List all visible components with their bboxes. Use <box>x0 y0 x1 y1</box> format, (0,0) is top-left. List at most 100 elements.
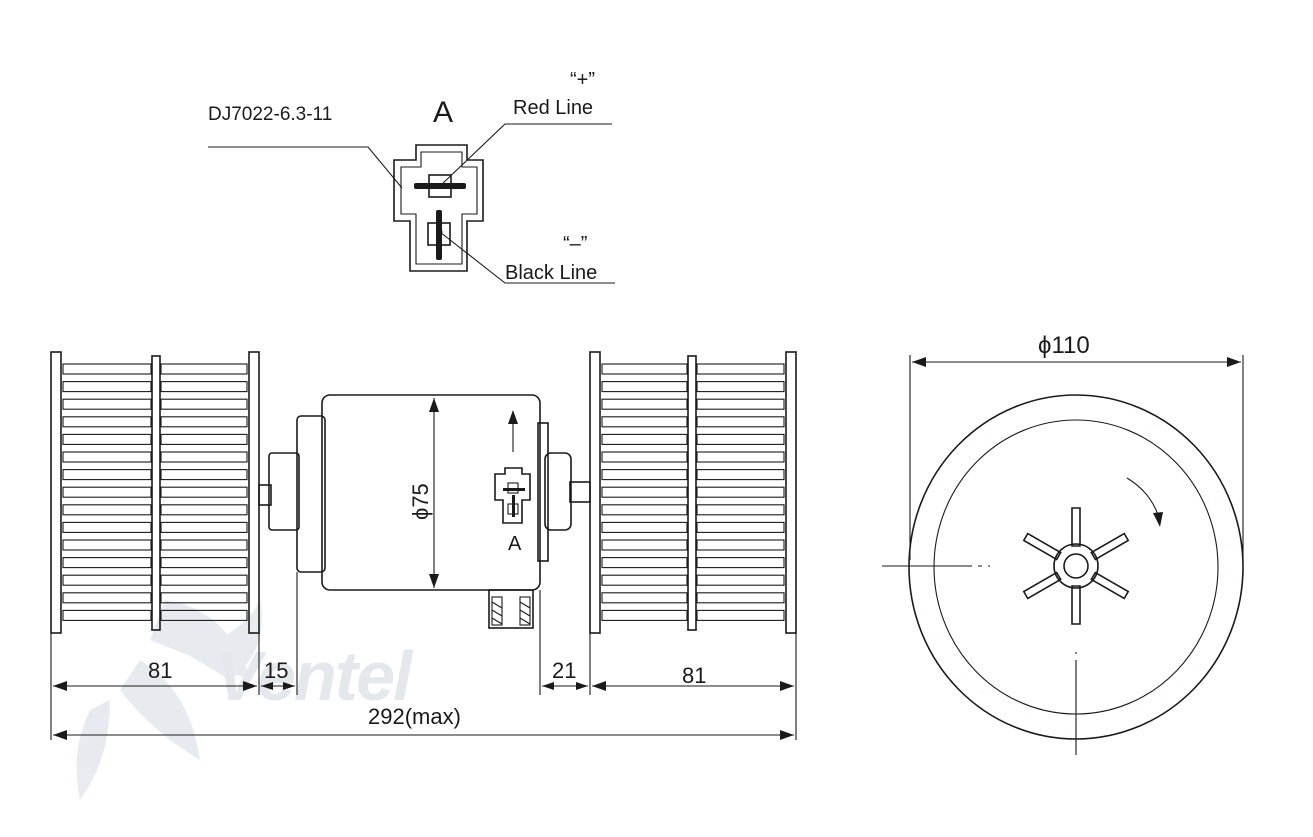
fan-blade-inner <box>1217 589 1238 609</box>
fan-blade-inner <box>922 630 949 637</box>
wheel-blade <box>696 609 785 621</box>
connector-detail: DJ7022-6.3-11 A “+” Red Line “–” Black L… <box>208 69 615 284</box>
wheel-blade <box>601 504 688 516</box>
wheel-spider <box>1022 507 1130 625</box>
wheel-blade <box>62 592 152 604</box>
fan-blade-inner <box>1191 475 1218 481</box>
right-hub <box>544 452 572 531</box>
dim-overall-label: 292(max) <box>368 704 461 729</box>
fan-blade-inner <box>949 455 961 481</box>
wheel-blade <box>62 486 152 498</box>
wheel-blade <box>62 557 152 569</box>
wheel-blade <box>696 398 785 410</box>
motor-connector-label: A <box>508 533 522 555</box>
fan-blade-inner <box>934 476 949 501</box>
plus-point <box>437 183 443 189</box>
wheel-blade <box>160 398 248 410</box>
wheel-blade <box>601 363 688 375</box>
fan-blade-inner <box>1061 714 1078 738</box>
wheel-blade <box>62 609 152 621</box>
wheel-blade <box>601 398 688 410</box>
fan-blade-inner <box>1191 653 1203 679</box>
wheel-blade <box>696 504 785 516</box>
red-line-label: Red Line <box>513 97 593 119</box>
black-line-label: Black Line <box>505 262 597 284</box>
dim-left-gap-label: 15 <box>264 658 288 683</box>
wheel-blade <box>696 469 785 481</box>
wheel-blade <box>62 574 152 586</box>
hub-inner <box>1063 553 1089 579</box>
wheel-blade <box>62 398 152 410</box>
fan-blade-inner <box>949 671 976 679</box>
fan-blade-inner <box>1211 519 1238 529</box>
spider-spoke <box>1071 507 1081 547</box>
wheel-blade <box>160 539 248 551</box>
left-wheel-blades <box>62 363 248 621</box>
front-view: ϕ110 <box>882 332 1244 755</box>
wheel-blade <box>696 451 785 463</box>
watermark-text: Ventel <box>215 637 414 715</box>
right-wheel-blades <box>601 363 785 621</box>
motor: ϕ75 A <box>296 394 591 629</box>
wheel-blade <box>160 469 248 481</box>
fan-blade-inner <box>1217 542 1242 556</box>
wheel-blade <box>160 381 248 393</box>
fan-blade-inner <box>934 653 961 659</box>
left-hub <box>268 452 300 531</box>
wheel-blade <box>601 469 688 481</box>
wheel-blade <box>62 469 152 481</box>
wheel-blade <box>62 363 152 375</box>
fan-blade-inner <box>1140 421 1164 436</box>
fan-blade-inner <box>910 578 935 592</box>
wheel-blade <box>696 592 785 604</box>
fan-blade-inner <box>1036 713 1055 734</box>
fan-blade-inner <box>1011 707 1033 726</box>
spider-spoke <box>1090 571 1130 600</box>
wheel-blade <box>696 486 785 498</box>
wheel-blade <box>696 557 785 569</box>
motor-diameter-label: ϕ75 <box>408 483 433 520</box>
wheel-blade <box>601 539 688 551</box>
spider-spoke <box>1071 585 1081 625</box>
wheel-blade <box>62 504 152 516</box>
fan-blade-inner <box>987 420 993 448</box>
fan-blade-inner <box>914 605 941 615</box>
fan-blade-inner <box>910 552 934 569</box>
fan-blade-inner <box>922 500 941 523</box>
dim-right-wheel-label: 81 <box>682 663 706 688</box>
connector-housing-outer <box>393 144 484 272</box>
spider-spoke <box>1022 571 1062 600</box>
wheel-blade <box>160 433 248 445</box>
fan-blade-inner <box>1176 671 1185 698</box>
red-line-leader <box>439 123 612 187</box>
motor-flange <box>537 422 549 562</box>
wheel-blade <box>160 486 248 498</box>
wheel-blade <box>601 592 688 604</box>
wheel-blade <box>696 574 785 586</box>
wheel-blade <box>696 381 785 393</box>
motor-end-cap <box>296 415 326 573</box>
front-wheel-blades <box>910 396 1242 738</box>
rotation-arrow-front <box>1126 477 1159 516</box>
wheel-blade <box>696 539 785 551</box>
hub-outer <box>1053 543 1099 589</box>
connector-housing-inner <box>400 151 478 265</box>
wheel-blade <box>160 363 248 375</box>
fan-blade-inner <box>914 525 935 545</box>
wheel-blade <box>160 557 248 569</box>
spider-spoke <box>1090 532 1130 561</box>
wheel-blade <box>696 521 785 533</box>
fan-blade-inner <box>967 436 976 463</box>
watermark: Ventel <box>76 600 416 800</box>
wheel-blade <box>160 451 248 463</box>
spider-spoke <box>1022 532 1062 561</box>
wheel-blade <box>62 381 152 393</box>
fan-blade-inner <box>1203 497 1230 504</box>
fan-blade-inner <box>1119 408 1141 427</box>
fan-blade-inner <box>1113 707 1122 734</box>
wheel-blade <box>601 486 688 498</box>
fan-blade-inner <box>1137 698 1144 726</box>
dim-right-gap-label: 21 <box>552 658 576 683</box>
wheel-blade <box>62 539 152 551</box>
